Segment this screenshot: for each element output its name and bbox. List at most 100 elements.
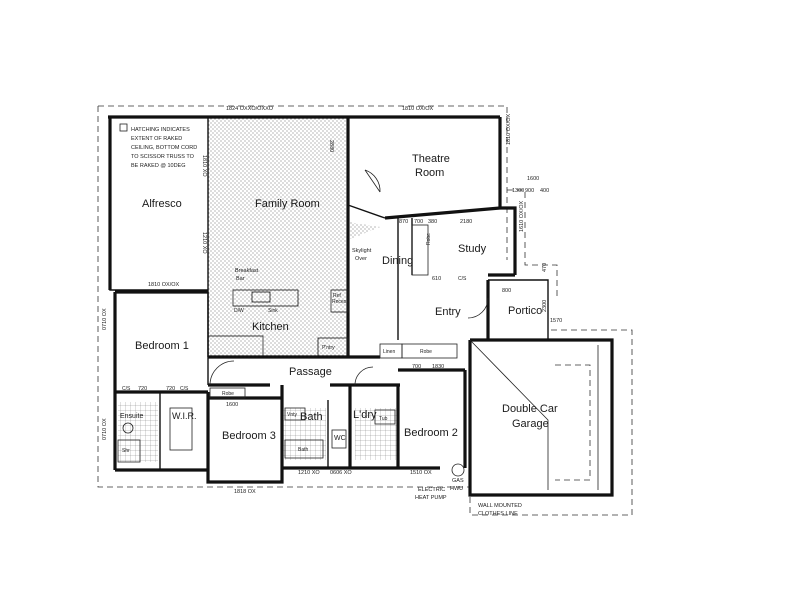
bath-tiles <box>282 408 326 460</box>
dim-family-left-1: 1810 XO <box>201 155 207 177</box>
dim-900: 900 <box>525 188 534 194</box>
dim-1830: 1830 <box>432 364 444 370</box>
study-eaves <box>507 189 558 300</box>
tub-label: Tub <box>379 416 388 422</box>
dim-720b: 720 <box>166 386 175 392</box>
bedroom3-label: Bedroom 3 <box>222 430 276 442</box>
garage-dash <box>555 364 591 481</box>
dim-1600b: 1600 <box>226 402 238 408</box>
ensuite-label: Ensuite <box>120 413 143 420</box>
dim-1570: 1570 <box>550 318 562 324</box>
skylight-note-2: Over <box>355 256 367 262</box>
dim-870: 870 <box>399 219 408 225</box>
study-label: Study <box>458 243 487 255</box>
entry-door <box>467 297 489 319</box>
dim-610: 610 <box>432 276 441 282</box>
theatre-door-2 <box>364 169 381 193</box>
breakfast-note-1: Breakfast <box>235 268 259 274</box>
dim-1600: 1600 <box>527 176 539 182</box>
passage-label: Passage <box>289 366 332 378</box>
bed3-robe <box>209 387 246 399</box>
hatching-note-marker <box>119 123 128 132</box>
alfresco-label: Alfresco <box>142 198 182 210</box>
skylight-note-1: Skylight <box>352 248 372 254</box>
wir-bench <box>169 407 193 451</box>
portico-line <box>488 279 549 340</box>
family-room-label: Family Room <box>255 198 320 210</box>
hatching-note-1: HATCHING INDICATES <box>131 127 190 133</box>
kitchen-sink <box>251 291 271 303</box>
breakfast-note-2: Bar <box>236 276 245 282</box>
ref-recess <box>330 289 349 313</box>
robe-passage <box>401 343 458 359</box>
bath-vanity <box>284 407 306 421</box>
breakfast-bar <box>232 289 299 307</box>
ref-label-2: Recess <box>332 299 349 305</box>
vanity-label: Vnty <box>287 412 298 418</box>
cs-label-2: C/S <box>180 386 189 392</box>
dim-wc-bottom: 0606 XO <box>330 470 352 476</box>
hatching-note-3: CEILING, BOTTOM CORD <box>131 145 197 151</box>
passage-door-bed1 <box>209 360 235 386</box>
wir-label: W.I.R. <box>172 411 197 421</box>
hwu-gas <box>451 463 465 477</box>
electric-note-2: HEAT PUMP <box>415 495 447 501</box>
laundry-tub <box>374 409 396 425</box>
dim-1300: 1300 <box>512 188 524 194</box>
dim-ensuite-left: 0710 OX <box>102 418 108 440</box>
garage-label-line1: Double Car <box>502 403 558 415</box>
passage-door-bath <box>354 366 374 386</box>
raked-ceiling-hatching-2 <box>348 117 380 240</box>
theatre-door <box>364 169 381 193</box>
passage-robe-label: Robe <box>420 349 432 355</box>
hwu-note: HWU <box>450 486 463 492</box>
dim-800: 800 <box>502 288 511 294</box>
wall-note-1: WALL MOUNTED <box>478 503 522 509</box>
raked-ceiling-hatching <box>208 117 348 357</box>
wall-note-2: CLOTHES LINE <box>478 511 518 517</box>
sink-label: Sink <box>268 308 278 314</box>
garage-diagonal <box>469 339 549 490</box>
theatre-label-line2: Room <box>415 167 444 179</box>
entry-label: Entry <box>435 306 461 318</box>
bath-tub-label: Bath <box>298 447 309 453</box>
dim-family-right: 2880 <box>328 140 334 152</box>
garage-label-line2: Garage <box>512 418 549 430</box>
theatre-left-line <box>347 204 386 219</box>
dim-bed1-left: 0710 OX <box>102 308 108 330</box>
dim-470: 470 <box>542 263 548 272</box>
bath-tub <box>284 439 324 459</box>
dim-400: 400 <box>540 188 549 194</box>
wc-label: WC <box>334 435 346 442</box>
dim-bed2-bottom: 1510 OX <box>410 470 432 476</box>
laundry-tiles <box>355 408 399 460</box>
linen-label: Linen <box>383 349 395 355</box>
hatching-note-4: TO SCISSOR TRUSS TO <box>131 154 195 160</box>
dim-720: 720 <box>138 386 147 392</box>
cs-label-3: C/S <box>458 276 467 282</box>
dim-theatre-right: 1810 OX/OX <box>506 113 512 145</box>
electric-note-1: ELECTRIC <box>418 487 445 493</box>
wall-study-right <box>500 206 517 275</box>
pantry-label: P'ntry <box>322 345 335 351</box>
garage-eaves <box>469 329 633 516</box>
theatre-bottom-wall <box>384 206 501 220</box>
dim-2300: 2300 <box>542 300 548 312</box>
dim-alfresco-bottom: 1810 OX/OX <box>148 282 180 288</box>
study-robe <box>411 224 429 276</box>
dim-top-family: 1824 OXXO/OXXO <box>226 106 274 112</box>
dw-label: D/W <box>234 308 244 314</box>
dining-label: Dining <box>382 255 413 267</box>
cs-label-1: C/S <box>122 386 131 392</box>
ensuite-shower <box>117 439 141 463</box>
dim-700: 700 <box>414 219 423 225</box>
hatching-note-2: EXTENT OF RAKED <box>131 136 182 142</box>
laundry-label: L'dry <box>353 409 377 421</box>
portico-label: Portico <box>508 305 542 317</box>
wall-bottom-bed3 <box>206 470 284 484</box>
eaves-line <box>97 106 470 488</box>
theatre-label-line1: Theatre <box>412 153 450 165</box>
dim-family-left-2: 1210 XO <box>201 232 207 254</box>
dim-bath-bottom: 1210 XO <box>298 470 320 476</box>
